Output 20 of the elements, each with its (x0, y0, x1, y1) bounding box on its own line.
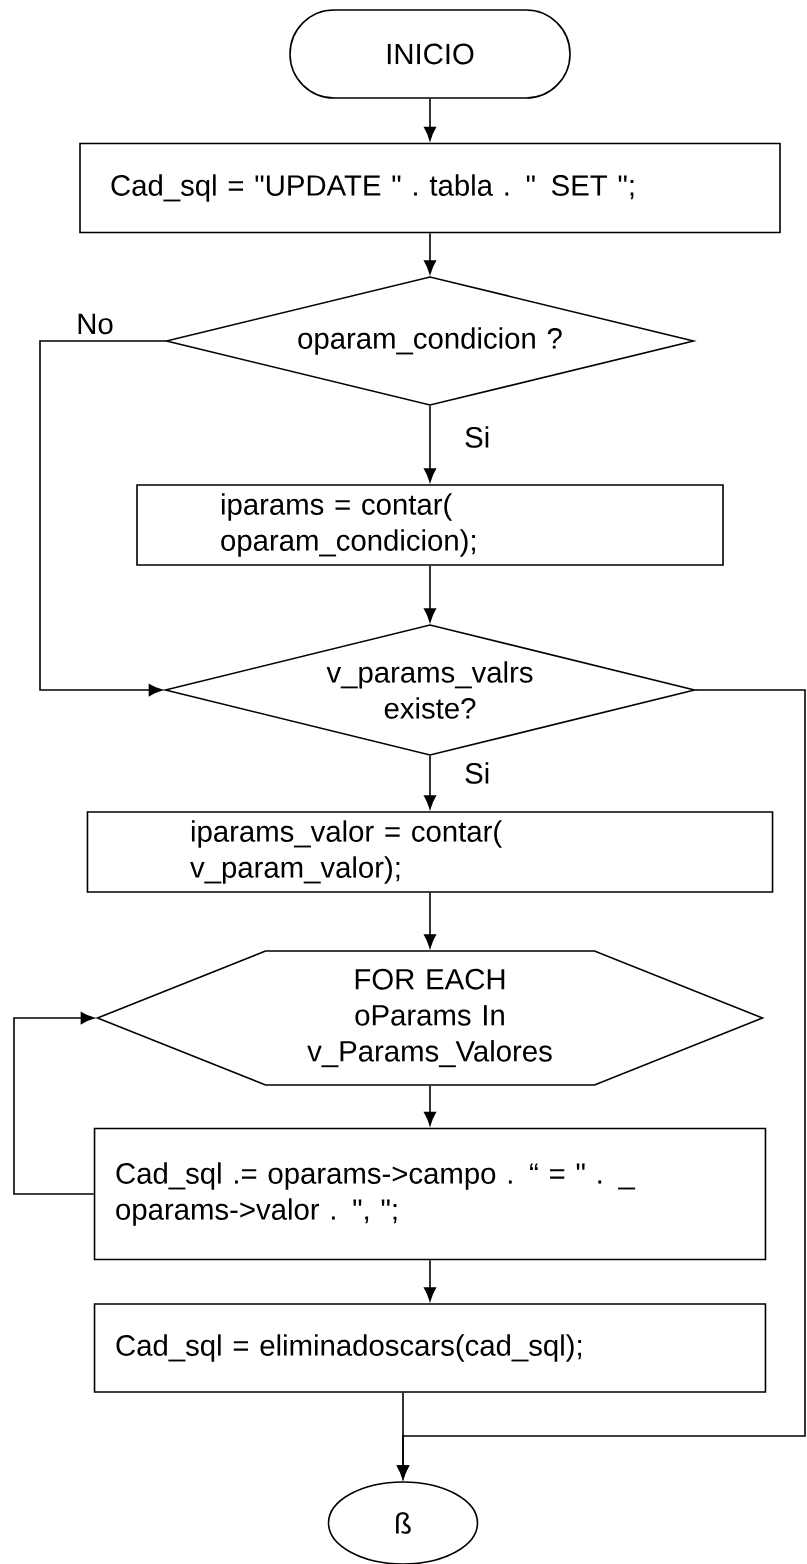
arrow (13, 1012, 95, 1195)
arrow (424, 892, 436, 948)
edge-label: No (74, 312, 116, 336)
arrow (424, 405, 436, 483)
arrow (424, 98, 436, 141)
process-box: Cad_sql = "UPDATE " . tabla . " SET "; (79, 142, 781, 234)
terminal-box: INICIO (289, 9, 571, 99)
arrow (424, 1259, 436, 1302)
process-box: Cad_sql .= oparams->campo . “ = " . _ oparams->valor . ", "; (93, 1127, 767, 1261)
process-box: iparams_valor = contar( v_param_valor); (86, 811, 774, 893)
arrow (424, 755, 436, 809)
process-box: iparams = contar( oparam_condicion); (136, 484, 724, 566)
arrow (397, 1392, 409, 1480)
arrow (424, 232, 436, 275)
arrow (424, 1085, 436, 1126)
arrow (39, 340, 167, 696)
edge-label: Si (462, 760, 492, 786)
process-box: Cad_sql = eliminadoscars(cad_sql); (93, 1303, 767, 1393)
arrow (424, 565, 436, 622)
edge-label: Si (462, 424, 492, 450)
